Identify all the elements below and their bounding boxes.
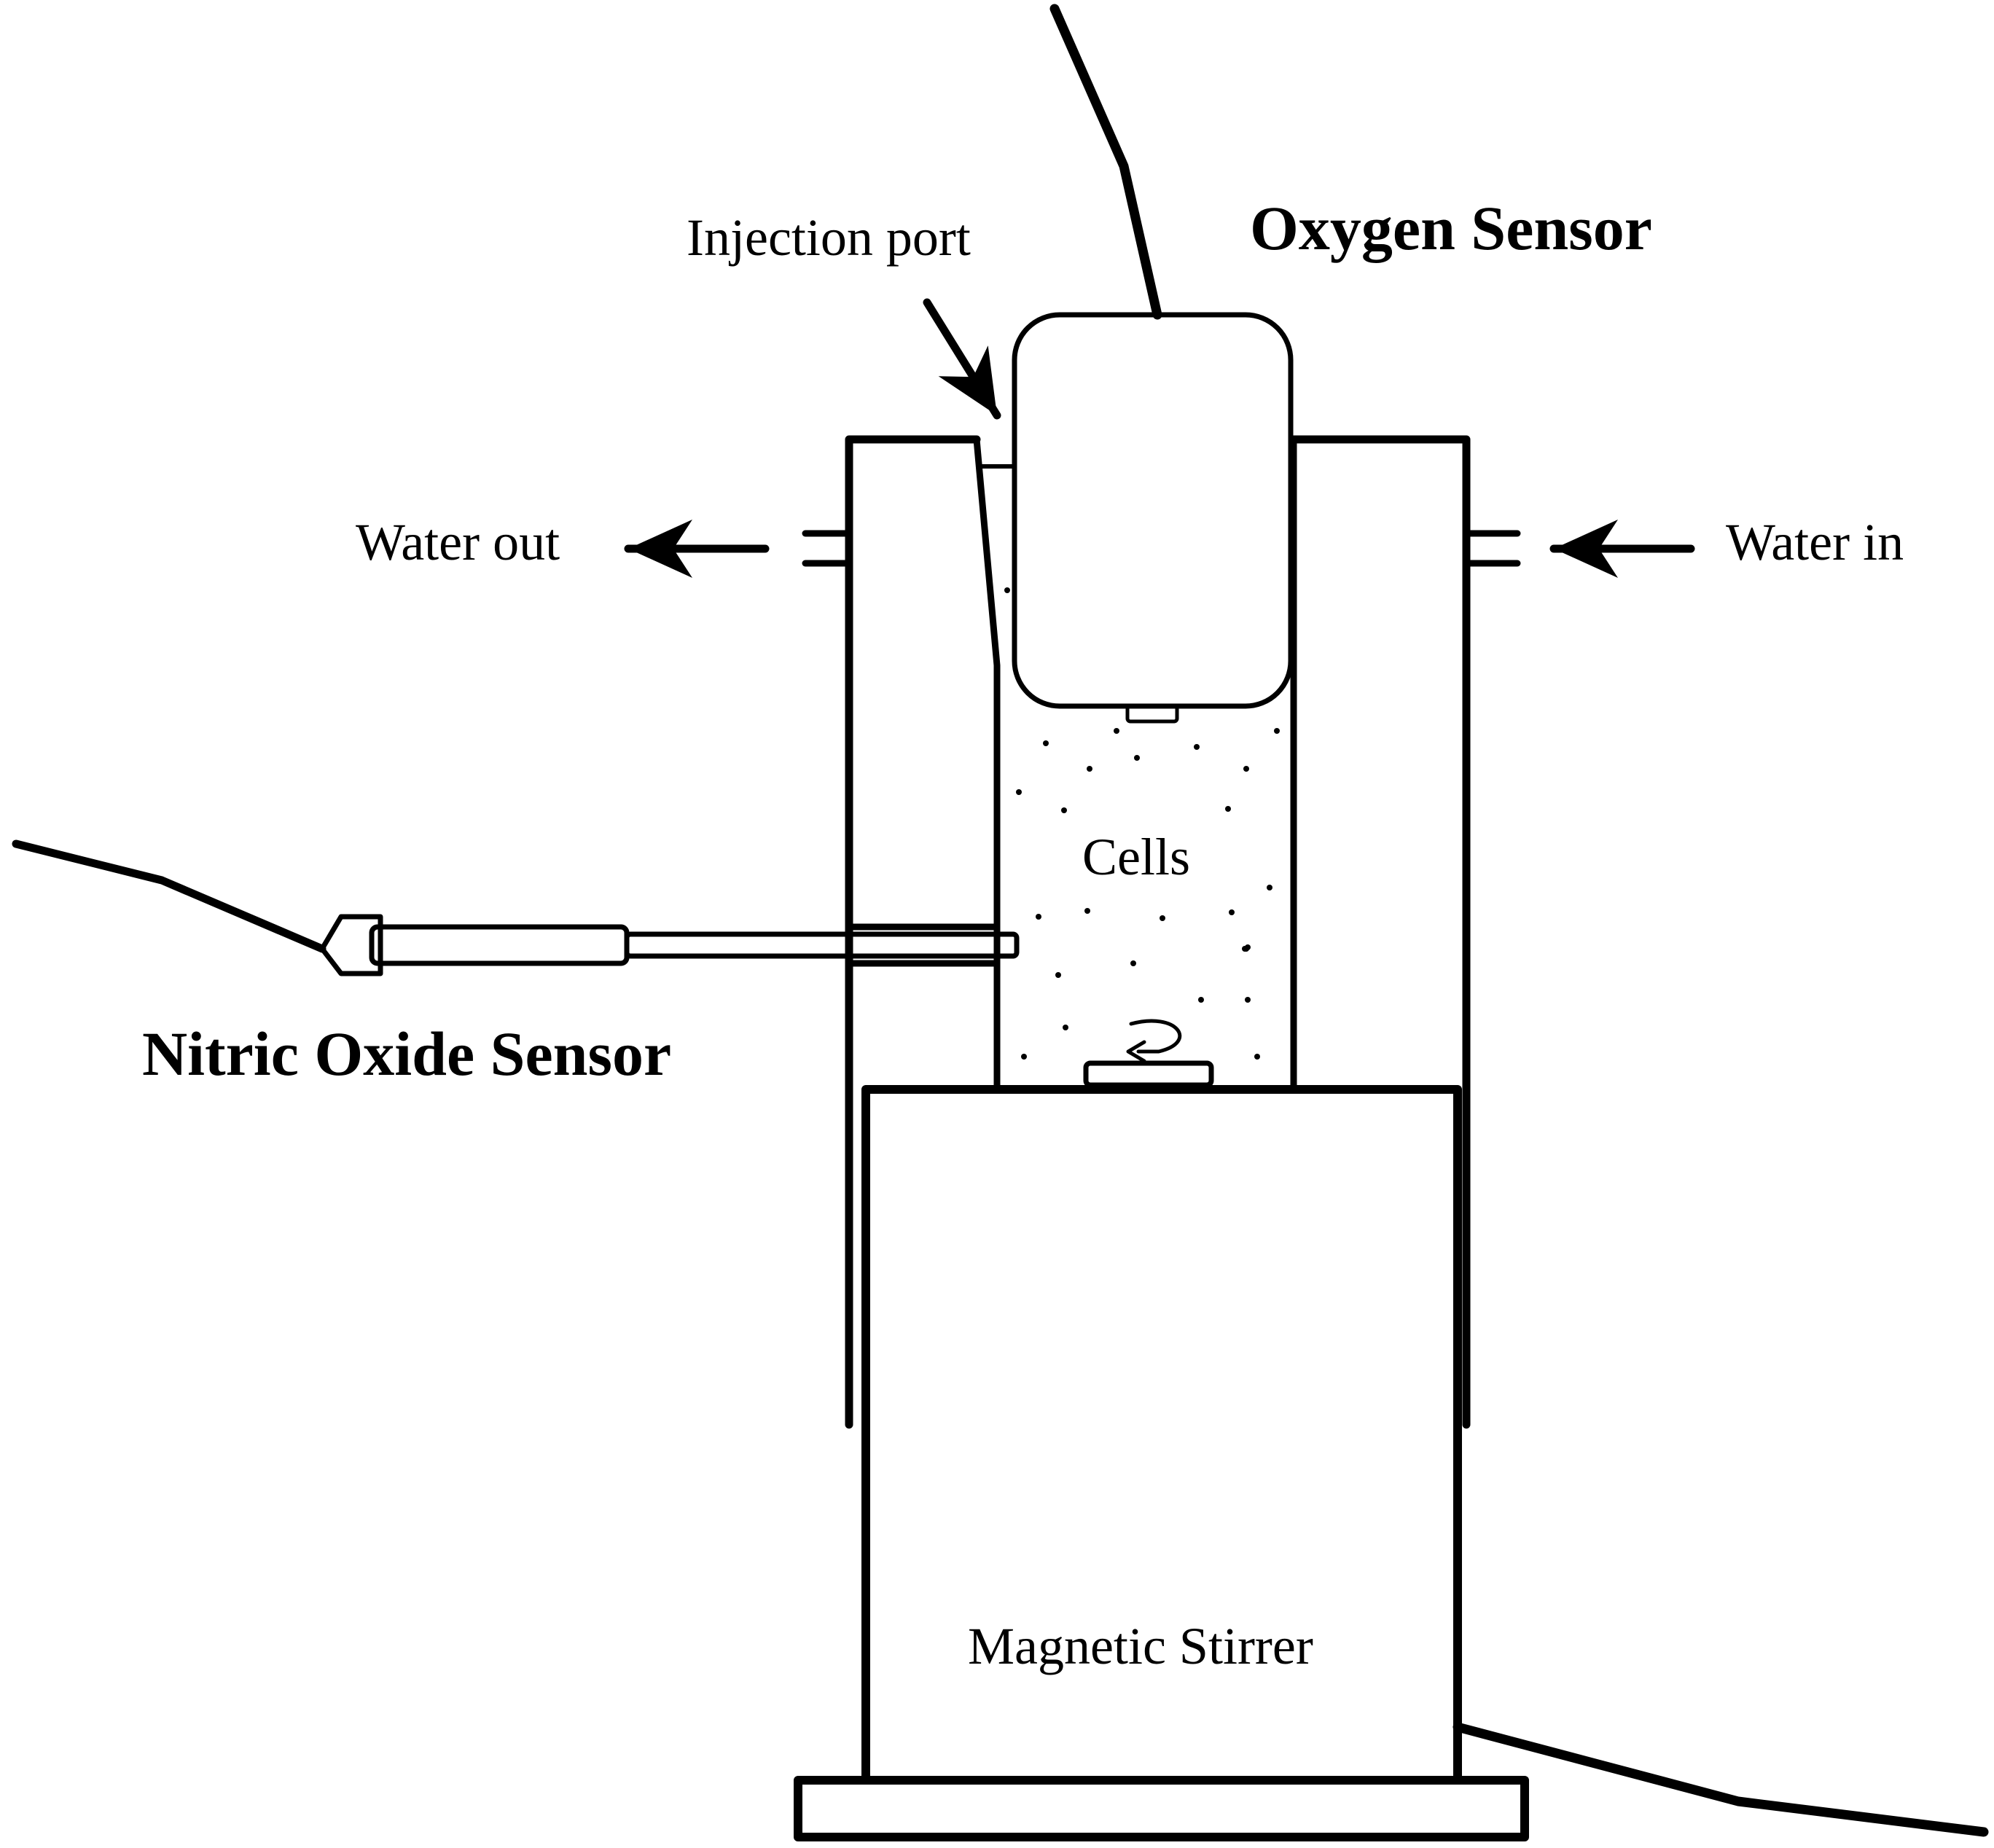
injection-port-arrow bbox=[923, 298, 1001, 420]
cell-dot bbox=[1021, 1054, 1027, 1060]
cell-dot bbox=[1130, 960, 1136, 966]
cell-dot bbox=[1036, 914, 1041, 920]
oxygen-sensor-cable bbox=[1049, 4, 1162, 320]
water-jacket-right-wall bbox=[1289, 435, 1471, 1429]
cell-dot bbox=[1198, 997, 1204, 1003]
nitric-oxide-sensor-cap bbox=[319, 914, 383, 976]
cell-dot bbox=[1043, 740, 1049, 746]
cell-dot bbox=[1194, 744, 1200, 750]
nitric-oxide-sensor-probe bbox=[624, 931, 1020, 959]
cell-dot bbox=[1225, 806, 1231, 812]
cell-dots bbox=[1004, 587, 1280, 1060]
cell-dot bbox=[1242, 946, 1248, 952]
cell-dot bbox=[1004, 587, 1010, 593]
injection-port-label: Injection port bbox=[687, 208, 971, 267]
cell-dot bbox=[1245, 997, 1251, 1003]
nitric-oxide-sensor-cable bbox=[12, 839, 327, 953]
magnetic-stirrer-plate bbox=[794, 1776, 1529, 1841]
cell-dot bbox=[1134, 755, 1140, 761]
cell-dot bbox=[1160, 915, 1165, 921]
water-out-label: Water out bbox=[356, 513, 560, 571]
cell-dot bbox=[1087, 766, 1092, 772]
chamber-inner-left-wall bbox=[973, 436, 1001, 1093]
stir-bar bbox=[1083, 1060, 1214, 1088]
cell-dot bbox=[1055, 972, 1061, 978]
nitric-oxide-sensor-label: Nitric Oxide Sensor bbox=[142, 1019, 671, 1089]
cells-label: Cells bbox=[1082, 828, 1190, 886]
magnetic-stirrer-label: Magnetic Stirrer bbox=[968, 1617, 1313, 1675]
rotation-arrow-icon bbox=[1129, 1019, 1182, 1054]
cell-dot bbox=[1254, 1054, 1260, 1060]
nitric-oxide-sensor-handle bbox=[369, 924, 630, 966]
cell-dot bbox=[1016, 789, 1022, 795]
cell-dot bbox=[1274, 728, 1280, 734]
water-jacket-left-wall bbox=[845, 435, 981, 1429]
magnetic-stirrer-box bbox=[861, 1085, 1462, 1785]
magnetic-stirrer-cable bbox=[1453, 1722, 1989, 1837]
cell-dot bbox=[1084, 908, 1090, 914]
cell-dot bbox=[1229, 909, 1235, 915]
cell-dot bbox=[1061, 807, 1067, 813]
water-in-label: Water in bbox=[1726, 513, 1904, 571]
cell-dot bbox=[1243, 766, 1249, 772]
cell-dot bbox=[1267, 885, 1272, 890]
oxygen-sensor-tip bbox=[1125, 704, 1179, 724]
cell-dot bbox=[1114, 728, 1119, 734]
oxygen-sensor-body bbox=[1012, 312, 1294, 709]
rotation-arrow-head bbox=[1126, 1040, 1146, 1063]
oxygen-sensor-label: Oxygen Sensor bbox=[1250, 193, 1652, 263]
cell-dot bbox=[1063, 1025, 1068, 1030]
